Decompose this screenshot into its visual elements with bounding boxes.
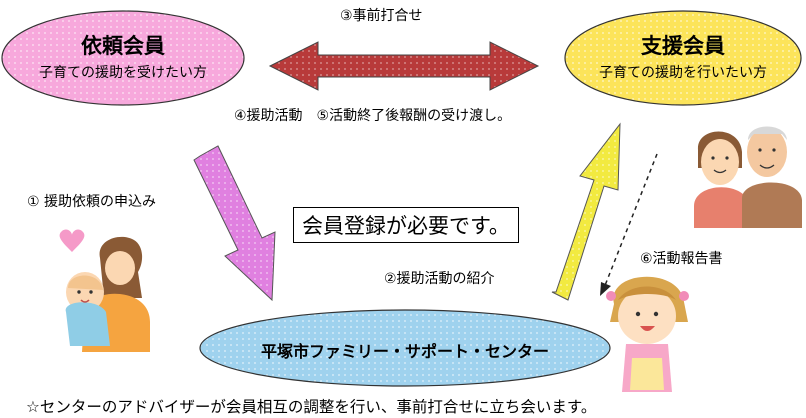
application-arrow [194, 146, 275, 300]
elderly-couple-illustration [694, 127, 802, 229]
registration-note-box: 会員登録が必要です。 [293, 207, 519, 243]
step-application-label: ① 援助依頼の申込み [27, 191, 156, 211]
step-consult-label: ③事前打合せ [340, 5, 423, 25]
consult-double-arrow [270, 42, 538, 90]
step-report-label: ⑥活動報告書 [640, 248, 723, 268]
mother-and-baby-illustration [66, 237, 150, 352]
step-introduction-label: ②援助活動の紹介 [384, 268, 495, 288]
supporter-subtitle: 子育ての援助を行いたい方 [563, 62, 803, 82]
supporter-title: 支援会員 [563, 30, 803, 60]
girl-illustration [606, 277, 689, 392]
step-activity-label: ④援助活動 ⑤活動終了後報酬の受け渡し。 [234, 105, 511, 125]
heart-icon [60, 230, 85, 252]
center-title: 平塚市ファミリー・サポート・センター [205, 338, 605, 362]
footer-note: ☆センターのアドバイザーが会員相互の調整を行い、事前打合せに立ち会います。 [26, 395, 596, 417]
requester-title: 依頼会員 [3, 30, 243, 60]
requester-subtitle: 子育ての援助を受けたい方 [3, 62, 243, 82]
